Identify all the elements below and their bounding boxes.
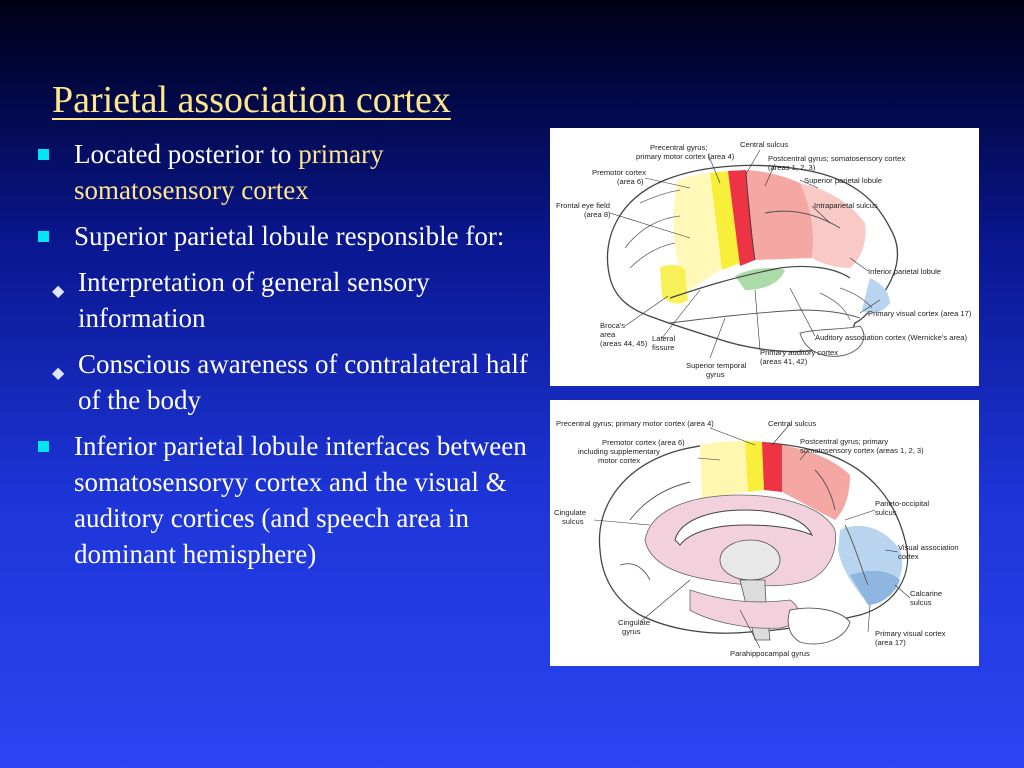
label-medial-precentral: Precentral gyrus; primary motor cortex (…: [556, 419, 714, 428]
label-primary-visual: Primary visual cortex (area 17): [868, 309, 972, 318]
square-bullet-icon: [38, 231, 49, 242]
intraparietal-line: [764, 210, 841, 229]
label-brocas: Broca's: [600, 321, 625, 330]
cerebellum-outline: [799, 325, 865, 357]
medial-brain-diagram: Precentral gyrus; primary motor cortex (…: [554, 419, 959, 658]
bullet-located-posterior: Located posterior to primary somatosenso…: [34, 136, 544, 208]
slide-title: Parietal association cortex: [52, 79, 451, 121]
label-premotor: Premotor cortex: [592, 168, 646, 177]
label-visual-assoc: Visual association: [898, 543, 959, 552]
sub-bullet-text: Interpretation of general sensory inform…: [78, 267, 430, 333]
label-inferior-parietal: Inferior parietal lobule: [868, 267, 941, 276]
central-sulcus-line: [745, 171, 756, 261]
sub-bullet-awareness: ◆ Conscious awareness of contralateral h…: [34, 346, 544, 418]
label-medial-primary-visual: Primary visual cortex: [875, 629, 946, 638]
bullet-list: Located posterior to primary somatosenso…: [34, 136, 544, 582]
frontal-gyri-lines: [624, 189, 681, 269]
label-medial-premotor-3: motor cortex: [598, 456, 640, 465]
bullet-inferior-parietal: Inferior parietal lobule interfaces betw…: [34, 428, 544, 572]
label-calcarine-2: sulcus: [910, 598, 932, 607]
bullet-text: Superior parietal lobule responsible for…: [74, 221, 505, 251]
label-superior-temporal: Superior temporal: [686, 361, 747, 370]
medial-motor-region: [745, 441, 764, 492]
label-premotor-2: (area 6): [617, 177, 644, 186]
label-brocas-2: area: [600, 330, 616, 339]
medial-primary-visual: [850, 570, 900, 605]
medial-sulci-lines: [619, 469, 869, 586]
corpus-callosum: [674, 509, 814, 546]
occipital-gyri-lines: [819, 287, 873, 321]
auditory-region: [735, 268, 785, 290]
medial-central-region: [762, 442, 782, 492]
lateral-fissure-line: [669, 265, 851, 299]
label-brocas-3: (areas 44, 45): [600, 339, 648, 348]
square-bullet-icon: [38, 441, 49, 452]
label-cingulate-gyrus: Cingulate: [618, 618, 650, 627]
premotor-region-strong: [710, 171, 740, 270]
sub-bullet-text: Conscious awareness of contralateral hal…: [78, 349, 528, 415]
label-parieto-occipital: Parieto-occipital: [875, 499, 929, 508]
lateral-brain-figure: Precentral gyrus; primary motor cortex (…: [550, 128, 979, 386]
bullet-highlight: primary somatosensory cortex: [74, 139, 384, 205]
temporal-gyrus-line: [669, 309, 861, 324]
label-superior-parietal: Superior parietal lobule: [804, 176, 882, 185]
label-cingulate-gyrus-2: gyrus: [622, 627, 641, 636]
sub-bullet-interpretation: ◆ Interpretation of general sensory info…: [34, 264, 544, 336]
square-bullet-icon: [38, 149, 49, 160]
parietal-assoc-region: [800, 183, 866, 268]
label-primary-auditory: Primary auditory cortex: [760, 348, 838, 357]
somatosensory-region: [746, 170, 814, 260]
label-medial-premotor: Premotor cortex (area 6): [602, 438, 685, 447]
bullet-superior-parietal: Superior parietal lobule responsible for…: [34, 218, 544, 254]
label-parieto-occipital-2: sulcus: [875, 508, 897, 517]
cerebellum-medial: [787, 607, 851, 645]
medial-brain-figure: Precentral gyrus; primary motor cortex (…: [550, 400, 979, 666]
label-frontal-eye: Frontal eye field: [556, 201, 610, 210]
medial-leader-lines: [593, 423, 911, 649]
lateral-brain-diagram: Precentral gyrus; primary motor cortex (…: [556, 140, 972, 379]
label-calcarine: Calcarine: [910, 589, 942, 598]
label-parahippocampal: Parahippocampal gyrus: [730, 649, 810, 658]
label-precentral-2: primary motor cortex (area 4): [636, 152, 735, 161]
label-medial-primary-visual-2: (area 17): [875, 638, 906, 647]
label-cingulate-sulcus: Cingulate: [554, 508, 586, 517]
label-lateral: Lateral: [652, 334, 676, 343]
label-visual-assoc-2: cortex: [898, 552, 919, 561]
label-medial-postcentral: Postcentral gyrus; primary: [800, 437, 888, 446]
bullet-text: Inferior parietal lobule interfaces betw…: [74, 431, 527, 569]
diamond-bullet-icon: ◆: [52, 283, 65, 300]
bullet-text: Located posterior to: [74, 139, 299, 169]
premotor-region: [673, 173, 722, 290]
label-intraparietal: Intraparietal sulcus: [814, 201, 878, 210]
label-frontal-eye-2: (area 8): [584, 210, 611, 219]
brocas-region: [660, 264, 688, 304]
label-medial-postcentral-2: somatosensory cortex (areas 1, 2, 3): [800, 446, 924, 455]
label-central-sulcus: Central sulcus: [740, 140, 788, 149]
motor-region: [728, 170, 755, 266]
label-medial-premotor-2: including supplementary: [578, 447, 660, 456]
label-cingulate-sulcus-2: sulcus: [562, 517, 584, 526]
diamond-bullet-icon: ◆: [52, 365, 65, 382]
label-postcentral-2: (areas 1, 2, 3): [768, 163, 816, 172]
leader-lines: [609, 149, 881, 359]
label-precentral: Precentral gyrus;: [650, 143, 707, 152]
label-lateral-2: fissure: [652, 343, 674, 352]
label-auditory-assoc: Auditory association cortex (Wernicke's …: [815, 333, 967, 342]
thalamus: [719, 539, 781, 581]
label-primary-auditory-2: (areas 41, 42): [760, 357, 808, 366]
label-superior-temporal-2: gyrus: [706, 370, 725, 379]
medial-premotor-region: [700, 441, 748, 498]
label-medial-central: Central sulcus: [768, 419, 816, 428]
label-postcentral: Postcentral gyrus; somatosensory cortex: [768, 154, 905, 163]
